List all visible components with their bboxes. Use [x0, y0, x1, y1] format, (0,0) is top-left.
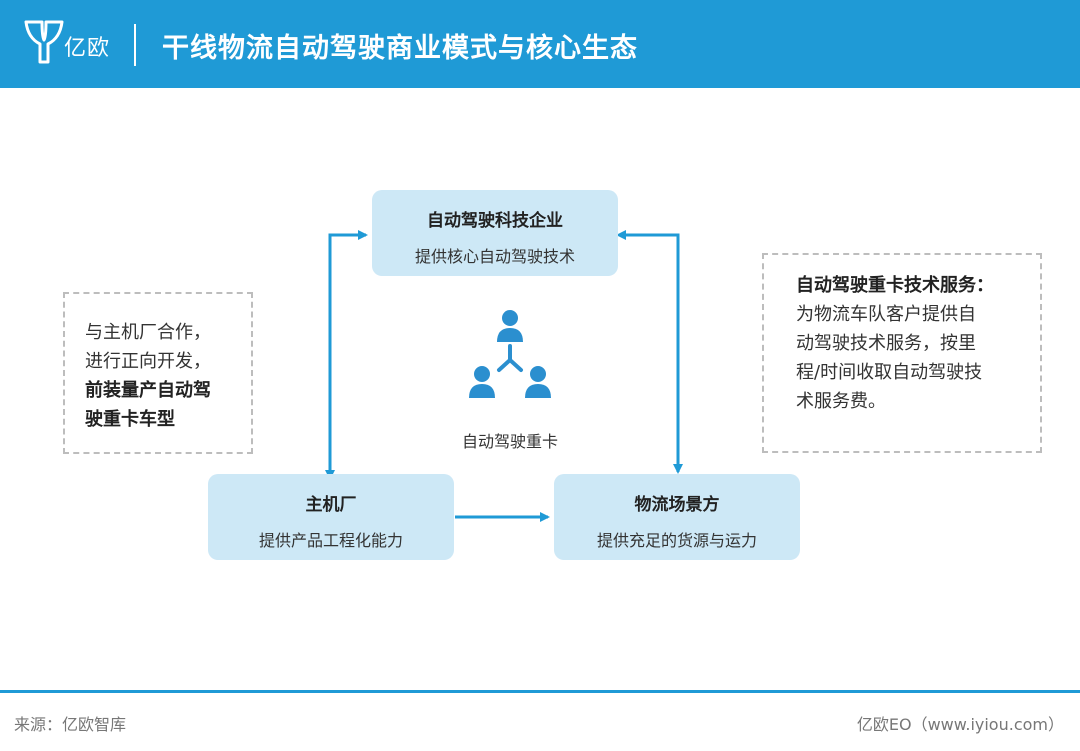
note-right-line1: 为物流车队客户提供自 — [796, 304, 976, 325]
node-tech-company: 自动驾驶科技企业 提供核心自动驾驶技术 — [372, 190, 618, 276]
note-right: 自动驾驶重卡技术服务： 为物流车队客户提供自 动驾驶技术服务，按里 程/时间收取… — [762, 253, 1042, 453]
node-tech-subtitle: 提供核心自动驾驶技术 — [414, 247, 575, 266]
note-right-line4: 术服务费。 — [796, 391, 886, 412]
people-network-icon — [469, 310, 551, 398]
node-oem-subtitle: 提供产品工程化能力 — [258, 531, 403, 550]
note-left: 与主机厂合作， 进行正向开发， 前装量产自动驾 驶重卡车型 — [63, 292, 253, 454]
node-logistics: 物流场景方 提供充足的货源与运力 — [554, 474, 800, 560]
note-left-line1: 与主机厂合作， — [85, 322, 211, 343]
header-divider — [134, 24, 136, 66]
node-logistics-subtitle: 提供充足的货源与运力 — [596, 531, 757, 550]
arrow-oem-tech — [325, 230, 368, 480]
header-bar: 亿欧 干线物流自动驾驶商业模式与核心生态 — [0, 0, 1080, 88]
node-oem: 主机厂 提供产品工程化能力 — [208, 474, 454, 560]
note-right-heading: 自动驾驶重卡技术服务： — [796, 275, 994, 296]
arrow-tech-logistics — [616, 230, 683, 474]
note-right-line3: 程/时间收取自动驾驶技 — [796, 362, 983, 383]
logo-text: 亿欧 — [64, 36, 111, 61]
credit-label: 亿欧EO（www.iyiou.com） — [856, 715, 1064, 734]
note-left-line2: 进行正向开发， — [85, 351, 211, 372]
footer-divider — [0, 690, 1080, 693]
page-title: 干线物流自动驾驶商业模式与核心生态 — [162, 33, 638, 64]
source-label: 来源：亿欧智库 — [14, 715, 127, 734]
yiou-logo-icon — [24, 20, 64, 64]
center-label: 自动驾驶重卡 — [461, 432, 558, 451]
note-left-line3: 前装量产自动驾 — [85, 380, 211, 401]
node-tech-title: 自动驾驶科技企业 — [427, 211, 563, 231]
node-logistics-title: 物流场景方 — [634, 495, 720, 515]
note-left-line4: 驶重卡车型 — [85, 409, 175, 430]
note-right-line2: 动驾驶技术服务，按里 — [796, 333, 976, 354]
node-oem-title: 主机厂 — [305, 495, 357, 515]
